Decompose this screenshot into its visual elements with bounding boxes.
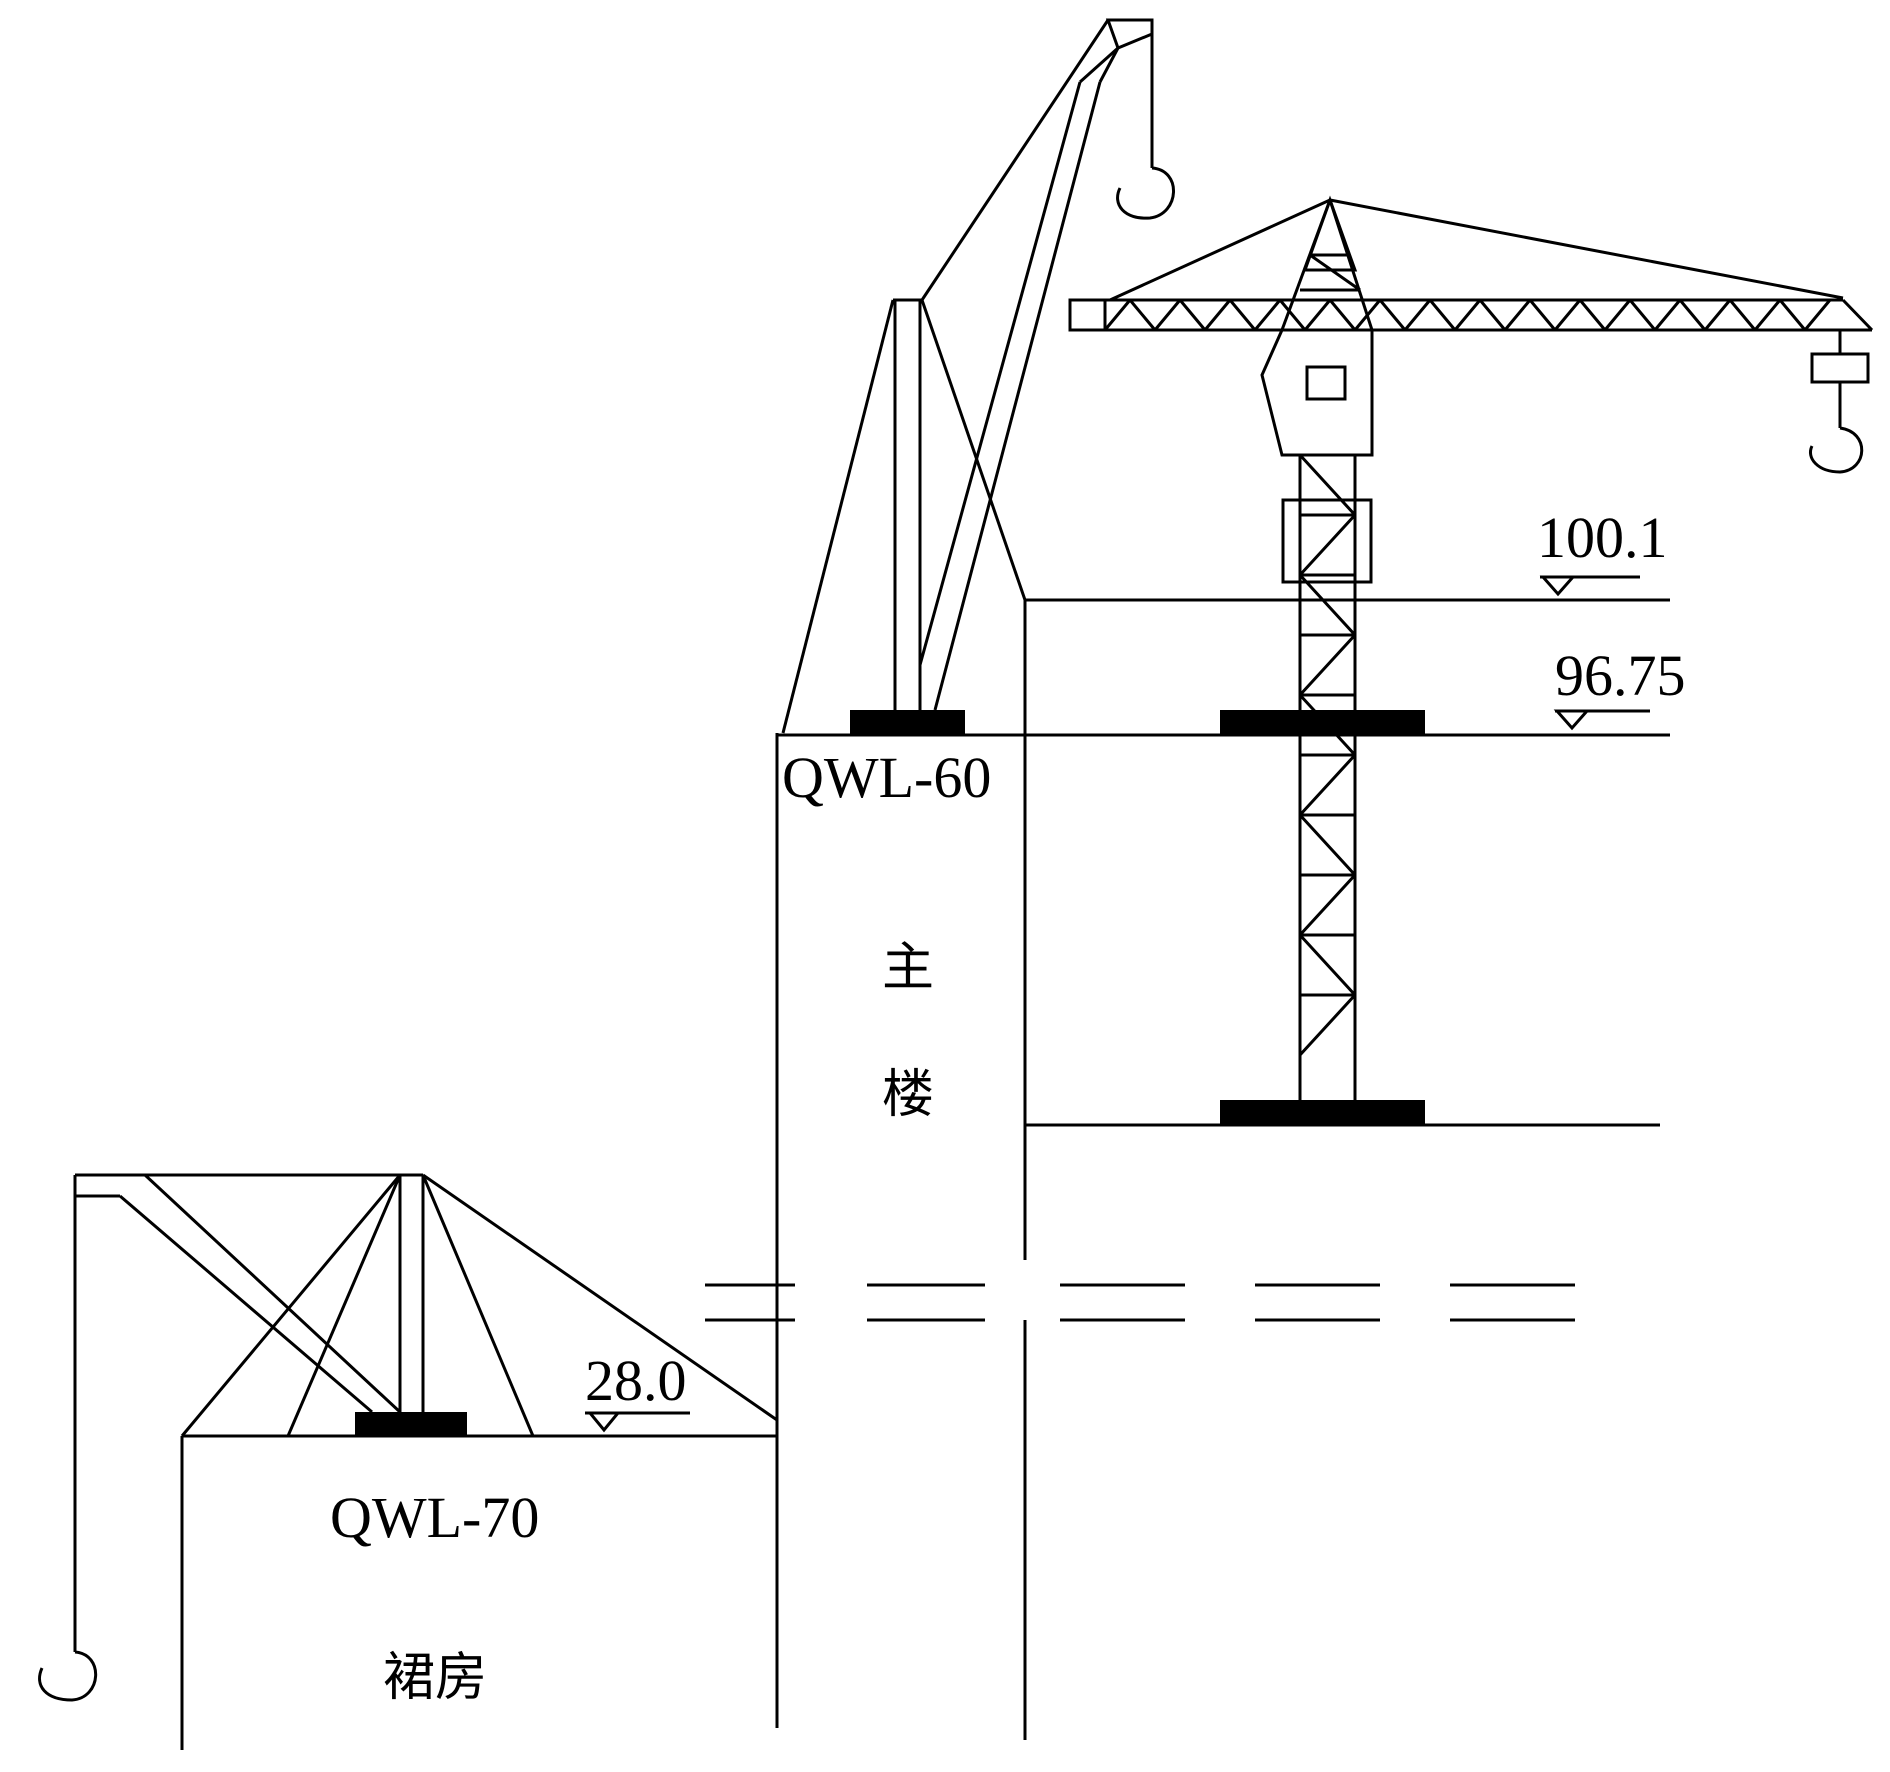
- lattice-member: [1453, 299, 1482, 331]
- counter-jib-tie: [1109, 198, 1331, 302]
- lattice-member: [1178, 299, 1207, 331]
- tower-crane-lower-collar: [1220, 1100, 1425, 1125]
- lattice-member: [1578, 299, 1607, 331]
- lattice-member: [1553, 299, 1582, 331]
- counterweight: [1068, 298, 1107, 332]
- tower-crane-cab: [1260, 328, 1374, 457]
- qwl60-hook: [1116, 166, 1175, 220]
- main-building-label-1: 主: [882, 938, 934, 998]
- lattice-member: [1528, 299, 1557, 331]
- lattice-member: [1803, 299, 1832, 331]
- elevation-marker-top: 100.1: [1537, 505, 1668, 597]
- lattice-member: [1628, 299, 1657, 331]
- break-marks: [705, 1283, 1575, 1322]
- qwl60-base: [850, 710, 965, 735]
- lattice-member: [1228, 299, 1257, 331]
- elevation-marker-podium: 28.0: [585, 1348, 690, 1433]
- lattice-member: [1278, 299, 1307, 331]
- luffing-crane-qwl60: [781, 18, 1175, 735]
- qwl60-boom-head: [1105, 18, 1154, 50]
- lattice-member: [1298, 513, 1357, 577]
- lattice-member: [1603, 299, 1632, 331]
- elevation-label-podium: 28.0: [585, 1348, 687, 1413]
- tower-crane-hook: [1809, 426, 1864, 474]
- main-building-label-2: 楼: [882, 1065, 934, 1125]
- lattice-member: [1753, 299, 1782, 331]
- elevation-label-top: 100.1: [1537, 505, 1668, 570]
- lattice-member: [1478, 299, 1507, 331]
- crane-label-qwl70: QWL-70: [330, 1485, 539, 1550]
- podium-building: [180, 1434, 777, 1750]
- lattice-member: [1298, 573, 1357, 637]
- qwl70-base: [355, 1412, 467, 1436]
- elevation-label-main-roof: 96.75: [1555, 643, 1686, 708]
- lattice-member: [1403, 299, 1432, 331]
- tower-crane-cab-window: [1305, 365, 1347, 401]
- lattice-member: [1298, 753, 1357, 817]
- lattice-member: [1353, 299, 1382, 331]
- tower-crane-upper-collar: [1220, 710, 1425, 735]
- tower-crane-apex: [1302, 195, 1358, 272]
- lattice-member: [1298, 933, 1357, 997]
- lattice-member: [1103, 299, 1132, 331]
- luffing-crane-qwl70: [38, 1173, 778, 1702]
- lattice-member: [1298, 813, 1357, 877]
- lattice-member: [1298, 993, 1357, 1057]
- tower-crane-jib-lattice: [1103, 299, 1832, 331]
- lattice-member: [1653, 299, 1682, 331]
- qwl60-boom-left: [918, 81, 1082, 666]
- lattice-member: [1678, 299, 1707, 331]
- lattice-member: [1153, 299, 1182, 331]
- lattice-member: [1503, 299, 1532, 331]
- qwl70-hook: [38, 1650, 98, 1702]
- lattice-member: [1253, 299, 1282, 331]
- lattice-member: [1298, 633, 1357, 697]
- lattice-member: [1298, 873, 1357, 937]
- jib-tie: [1329, 198, 1844, 300]
- qwl60-boom-right: [933, 81, 1102, 711]
- tower-crane-mast-lattice: [1298, 453, 1357, 1057]
- lattice-member: [1128, 299, 1157, 331]
- lattice-member: [1298, 693, 1357, 757]
- lattice-member: [1203, 299, 1232, 331]
- lattice-member: [1303, 299, 1332, 331]
- podium-building-label: 裙房: [383, 1648, 487, 1708]
- lattice-member: [1328, 299, 1357, 331]
- tower-crane-trolley: [1810, 352, 1870, 384]
- lattice-member: [1428, 299, 1457, 331]
- lattice-member: [1298, 453, 1357, 517]
- lattice-member: [1703, 299, 1732, 331]
- lattice-member: [1778, 299, 1807, 331]
- crane-label-qwl60: QWL-60: [782, 745, 991, 810]
- lattice-member: [1728, 299, 1757, 331]
- elevation-marker-main-roof: 96.75: [1553, 643, 1686, 731]
- tower-crane: [1068, 195, 1874, 1125]
- tower-crane-climbing-cage: [1281, 498, 1373, 584]
- lattice-member: [1378, 299, 1407, 331]
